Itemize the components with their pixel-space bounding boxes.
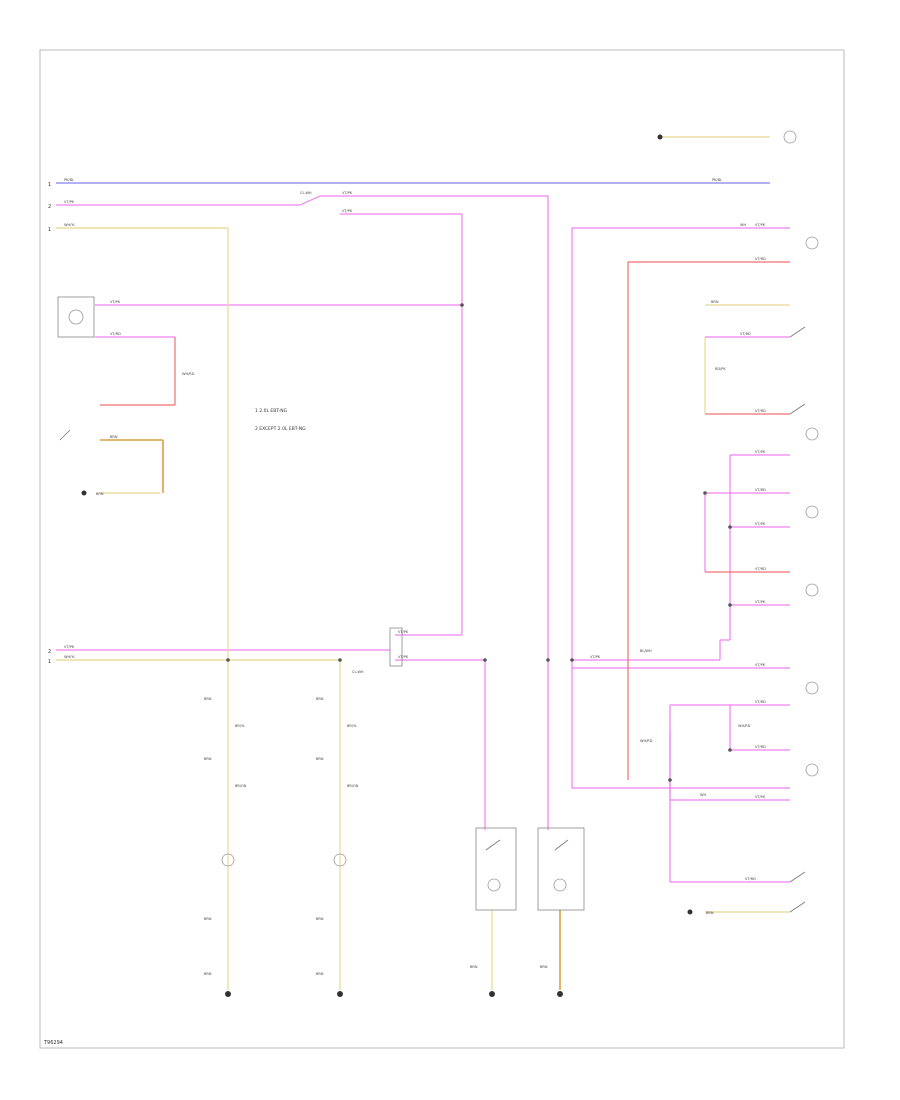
- bulb-icon: [487, 878, 501, 892]
- wire-label: VT/PK: [755, 450, 766, 454]
- pin-number: 2: [48, 204, 51, 210]
- wire-label: VT/PK: [755, 522, 766, 526]
- wire-label: WH/RD: [182, 372, 195, 376]
- wire-label: VT/RD: [755, 700, 766, 704]
- bulb-icon: [805, 505, 819, 519]
- wire-label: VT/PK: [342, 191, 353, 195]
- wire-label: BRN: [316, 972, 324, 976]
- wire-label: BR/YL: [235, 724, 245, 728]
- ground-icon: [489, 991, 495, 997]
- wire-label: PK/BL: [712, 178, 722, 182]
- wire-label: VT/RD: [755, 409, 766, 413]
- wire-label: CL-WH: [352, 670, 364, 674]
- wire-label: VT/PK: [755, 600, 766, 604]
- wire-label: WH: [700, 793, 706, 797]
- wire-label: BR/GN: [235, 784, 247, 788]
- wire-label: VT/RD: [755, 488, 766, 492]
- switch-icon: [554, 839, 569, 851]
- wire-label: VT/PK: [110, 300, 121, 304]
- pin-number: 1: [48, 659, 51, 665]
- bulb-icon: [68, 309, 84, 325]
- wire-label: BRN: [204, 757, 212, 761]
- pin-number: 1: [48, 182, 51, 188]
- bulb-icon: [805, 583, 819, 597]
- wire-label: BL/WH: [640, 649, 652, 653]
- switch-icon: [789, 901, 806, 913]
- wire-label: WH/RD: [640, 739, 653, 743]
- wire-label: BRN: [470, 965, 478, 969]
- switch-icon: [485, 839, 501, 851]
- pin-number: 2: [48, 649, 51, 655]
- wire-label: VT/PK: [755, 795, 766, 799]
- wire-label: BRN: [540, 965, 548, 969]
- bulb-icon: [783, 130, 797, 144]
- wire-label: BRN: [204, 697, 212, 701]
- bulb-icon: [553, 878, 567, 892]
- switch-icons: [59, 326, 806, 913]
- diagram-frame: [39, 49, 845, 1049]
- wire-label: VT/PK: [398, 655, 409, 659]
- wire-label: VT/PK: [755, 223, 766, 227]
- wire-label: VT/RD: [755, 257, 766, 261]
- ground-icon: [81, 490, 87, 496]
- ground-icon: [557, 991, 563, 997]
- ground-icon: [657, 134, 663, 140]
- switch-icon: [789, 326, 806, 338]
- ground-icon: [225, 991, 231, 997]
- wire-label: BRN: [711, 300, 719, 304]
- bulb-icon: [805, 427, 819, 441]
- bulb-icon: [805, 236, 819, 250]
- bulb-icon: [333, 853, 347, 867]
- wire-label: VT/PK: [64, 645, 75, 649]
- splice-points: [226, 303, 732, 782]
- diagram-reference: T96294: [43, 1040, 63, 1046]
- wire-label: VT/RD: [740, 332, 751, 336]
- wire-label: PK/BL: [64, 178, 74, 182]
- component-boxes: [57, 296, 585, 911]
- wire-label: WH: [740, 223, 746, 227]
- wire-label: BRN: [204, 972, 212, 976]
- wire-label: RD/PK: [715, 367, 726, 371]
- wire-label: CL-WH: [300, 191, 312, 195]
- ground-icons: [81, 134, 693, 997]
- bulb-icon: [805, 681, 819, 695]
- wire-label: BRN: [96, 492, 104, 496]
- wire-label: VT/PK: [590, 655, 601, 659]
- wire-label: VT/RD: [110, 332, 121, 336]
- pin-number: 1: [48, 227, 51, 233]
- wire-label: VT/PK: [342, 209, 353, 213]
- wire-label: VT/RD: [745, 877, 756, 881]
- wire-label: BRN: [110, 435, 118, 439]
- wire-label: BRN: [204, 917, 212, 921]
- ground-icon: [337, 991, 343, 997]
- wire-label: VT/RD: [755, 745, 766, 749]
- switch-icon: [59, 429, 71, 441]
- wire-label: BR/YL: [347, 724, 357, 728]
- wire-label: WH/YL: [64, 223, 75, 227]
- wire-red-network: [100, 261, 790, 780]
- wire-label: BRN: [316, 757, 324, 761]
- wire-pink-network: [56, 195, 790, 883]
- wire-label: VT/RD: [755, 567, 766, 571]
- wire-yellow-network: [56, 227, 790, 990]
- wire-label: WH/RD: [738, 724, 751, 728]
- lamp-icons: [68, 130, 819, 892]
- wire-label: BRN: [706, 911, 714, 915]
- ground-icon: [687, 909, 693, 915]
- switch-icon: [789, 871, 806, 883]
- bulb-icon: [221, 853, 235, 867]
- wire-label: VT/PK: [64, 200, 75, 204]
- wire-label: BR/GN: [347, 784, 359, 788]
- wire-label: BRN: [316, 917, 324, 921]
- wire-label: WH/YL: [64, 655, 75, 659]
- wire-gold-network: [100, 439, 561, 990]
- option-note: 2 EXCEPT 2.0L EBT-NG: [255, 426, 306, 432]
- switch-icon: [789, 403, 806, 415]
- bulb-icon: [805, 763, 819, 777]
- wire-label: BRN: [316, 697, 324, 701]
- option-note: 1 2.0L EBT-NG: [255, 408, 288, 414]
- wire-label: VT/PK: [398, 630, 409, 634]
- wire-label: VT/PK: [755, 663, 766, 667]
